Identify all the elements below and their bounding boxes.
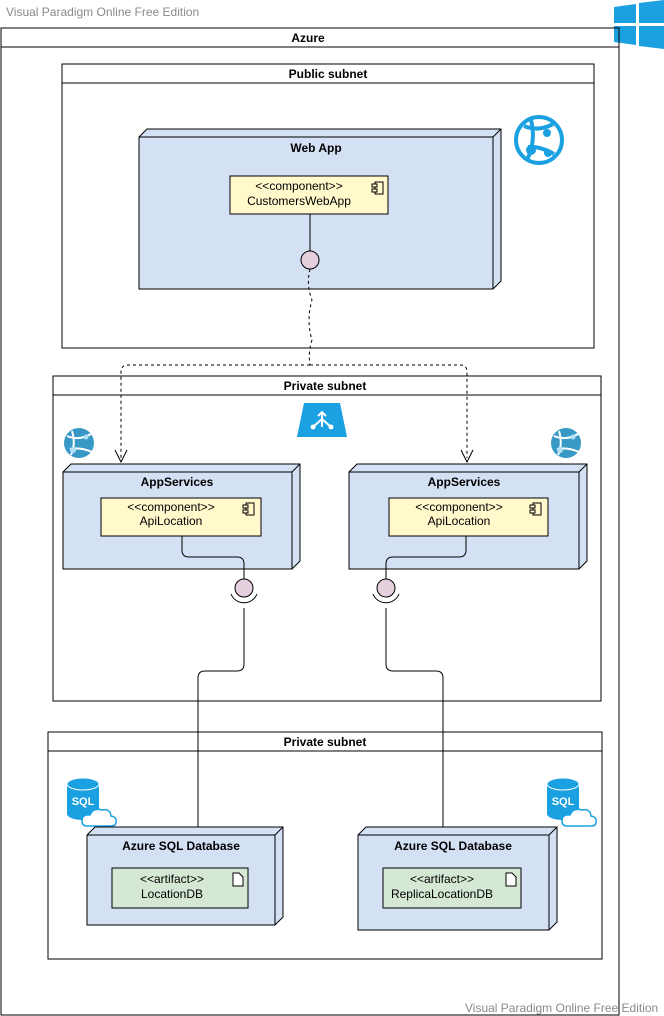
azure-container[interactable]: Azure [0, 27, 620, 1016]
api-interface-line-right [385, 536, 467, 579]
app-services-title-right: AppServices [428, 475, 501, 489]
artifact-stereotype: <<artifact>> [410, 872, 474, 886]
private-subnet-2-title: Private subnet [284, 735, 367, 749]
location-db-artifact[interactable]: <<artifact>> LocationDB [111, 867, 249, 909]
artifact-name: ReplicaLocationDB [391, 887, 493, 901]
api-location-component-left[interactable]: <<component>> ApiLocation [100, 497, 262, 537]
connector-left-to-db [197, 608, 245, 827]
web-app-interface-lollipop[interactable] [300, 250, 320, 270]
connector-right-to-db [385, 608, 444, 827]
component-stereotype: <<component>> [127, 500, 214, 514]
component-name: CustomersWebApp [247, 194, 351, 208]
required-interface-socket-right [372, 593, 400, 604]
artifact-name: LocationDB [141, 887, 203, 901]
api-location-component-right[interactable]: <<component>> ApiLocation [388, 497, 549, 537]
database-title-left: Azure SQL Database [122, 839, 240, 853]
sql-label: SQL [72, 796, 95, 808]
component-stereotype: <<component>> [255, 179, 342, 193]
api-interface-line-left [181, 536, 245, 579]
artifact-icon [505, 872, 517, 887]
azure-title: Azure [291, 31, 325, 45]
dependency-arrows [114, 268, 474, 464]
component-icon [529, 502, 542, 516]
watermark-bottom: Visual Paradigm Online Free Edition [465, 1001, 658, 1015]
database-title-right: Azure SQL Database [394, 839, 512, 853]
api-interface-lollipop-right[interactable] [376, 578, 396, 598]
artifact-icon [232, 872, 244, 887]
azure-app-service-icon [514, 115, 564, 165]
app-service-icon-left [64, 428, 94, 458]
replica-location-db-artifact[interactable]: <<artifact>> ReplicaLocationDB [382, 867, 522, 909]
sql-database-icon-right: SQL [546, 777, 597, 827]
component-icon [371, 181, 384, 195]
private-subnet-1-title: Private subnet [284, 379, 367, 393]
load-balancer-icon [297, 403, 347, 437]
watermark-top: Visual Paradigm Online Free Edition [6, 5, 199, 19]
sql-database-icon-left: SQL [66, 777, 117, 827]
component-name: ApiLocation [140, 514, 203, 528]
app-service-icon-right [551, 428, 581, 458]
api-interface-lollipop-left[interactable] [234, 578, 254, 598]
component-icon [242, 502, 255, 516]
required-interface-socket-left [230, 593, 258, 604]
artifact-stereotype: <<artifact>> [140, 872, 204, 886]
public-subnet-title: Public subnet [289, 67, 368, 81]
app-services-title-left: AppServices [141, 475, 214, 489]
customers-web-app-component[interactable]: <<component>> CustomersWebApp [229, 175, 389, 215]
web-app-title: Web App [290, 141, 341, 155]
windows-logo-icon [614, 0, 664, 49]
sql-label: SQL [552, 796, 575, 808]
component-name: ApiLocation [428, 514, 491, 528]
component-stereotype: <<component>> [415, 500, 502, 514]
